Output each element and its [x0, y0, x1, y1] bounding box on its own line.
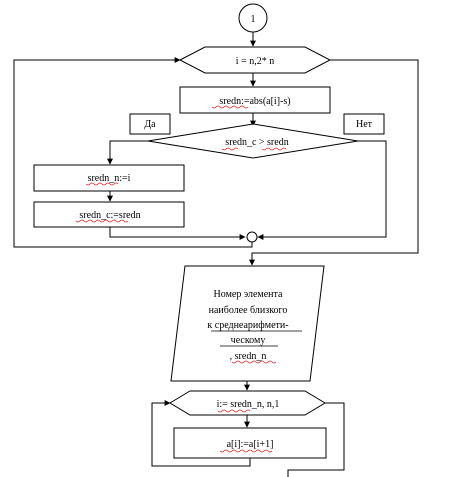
process-yes2-label: sredn_c:=sredn — [79, 210, 140, 221]
process-yes1-box: sredn_n:=i — [33, 164, 185, 192]
loop2-exit-edge — [287, 402, 345, 477]
spellcheck-squiggle — [211, 105, 249, 109]
arrow-decision-yes — [107, 140, 148, 165]
loop1-header-shape: i = n,2* n — [178, 46, 332, 74]
join-connector — [246, 231, 258, 243]
process-yes2-box: sredn_c:=sredn — [33, 201, 185, 228]
output-line-4: ческому — [231, 335, 266, 346]
branch-yes-label: Да — [144, 119, 156, 130]
branch-no-box: Нет — [343, 113, 385, 135]
output-shape: Номер элемента наиболее близкого к средн… — [170, 265, 325, 382]
loop1-exit-edge — [249, 59, 419, 266]
branch-yes-box: Да — [129, 113, 171, 135]
loop2-header-label: i:= sredn_n, n,1 — [217, 399, 280, 410]
arrow-yes2-to-join — [109, 227, 246, 240]
spellcheck-squiggle — [231, 360, 277, 364]
spellcheck-squiggle — [217, 409, 251, 413]
loop2-return-edge — [151, 400, 251, 467]
connector-label: 1 — [251, 14, 256, 25]
spellcheck-squiggle — [221, 147, 287, 151]
loop1-header-label: i = n,2* n — [236, 56, 274, 67]
decision-shape: sredn_c > sredn — [147, 123, 359, 159]
spellcheck-squiggle — [85, 182, 119, 186]
start-connector: 1 — [238, 3, 268, 33]
output-line-5: , sredn_n — [230, 351, 267, 362]
loop1-return-edge — [13, 57, 253, 248]
process-yes1-label: sredn_n:=i — [88, 173, 131, 184]
output-line-1: Номер элемента — [214, 289, 283, 300]
output-line-2: наиболее близкого — [209, 305, 288, 316]
spellcheck-squiggle — [75, 219, 129, 223]
process1-box: sredn:=abs(a[i]-s) — [179, 86, 331, 114]
arrow-decision-no — [257, 140, 387, 240]
decision-label: sredn_c > sredn — [225, 137, 288, 148]
process1-label: sredn:=abs(a[i]-s) — [219, 96, 290, 107]
output-line-3: к среднеарифмети- — [207, 320, 288, 331]
process-loop2-label: a[i]:=a[i+1] — [227, 439, 274, 450]
spellcheck-squiggle — [219, 449, 273, 453]
loop2-header-shape: i:= sredn_n, n,1 — [169, 390, 326, 416]
process-loop2-box: a[i]:=a[i+1] — [173, 427, 327, 459]
branch-no-label: Нет — [356, 119, 373, 130]
